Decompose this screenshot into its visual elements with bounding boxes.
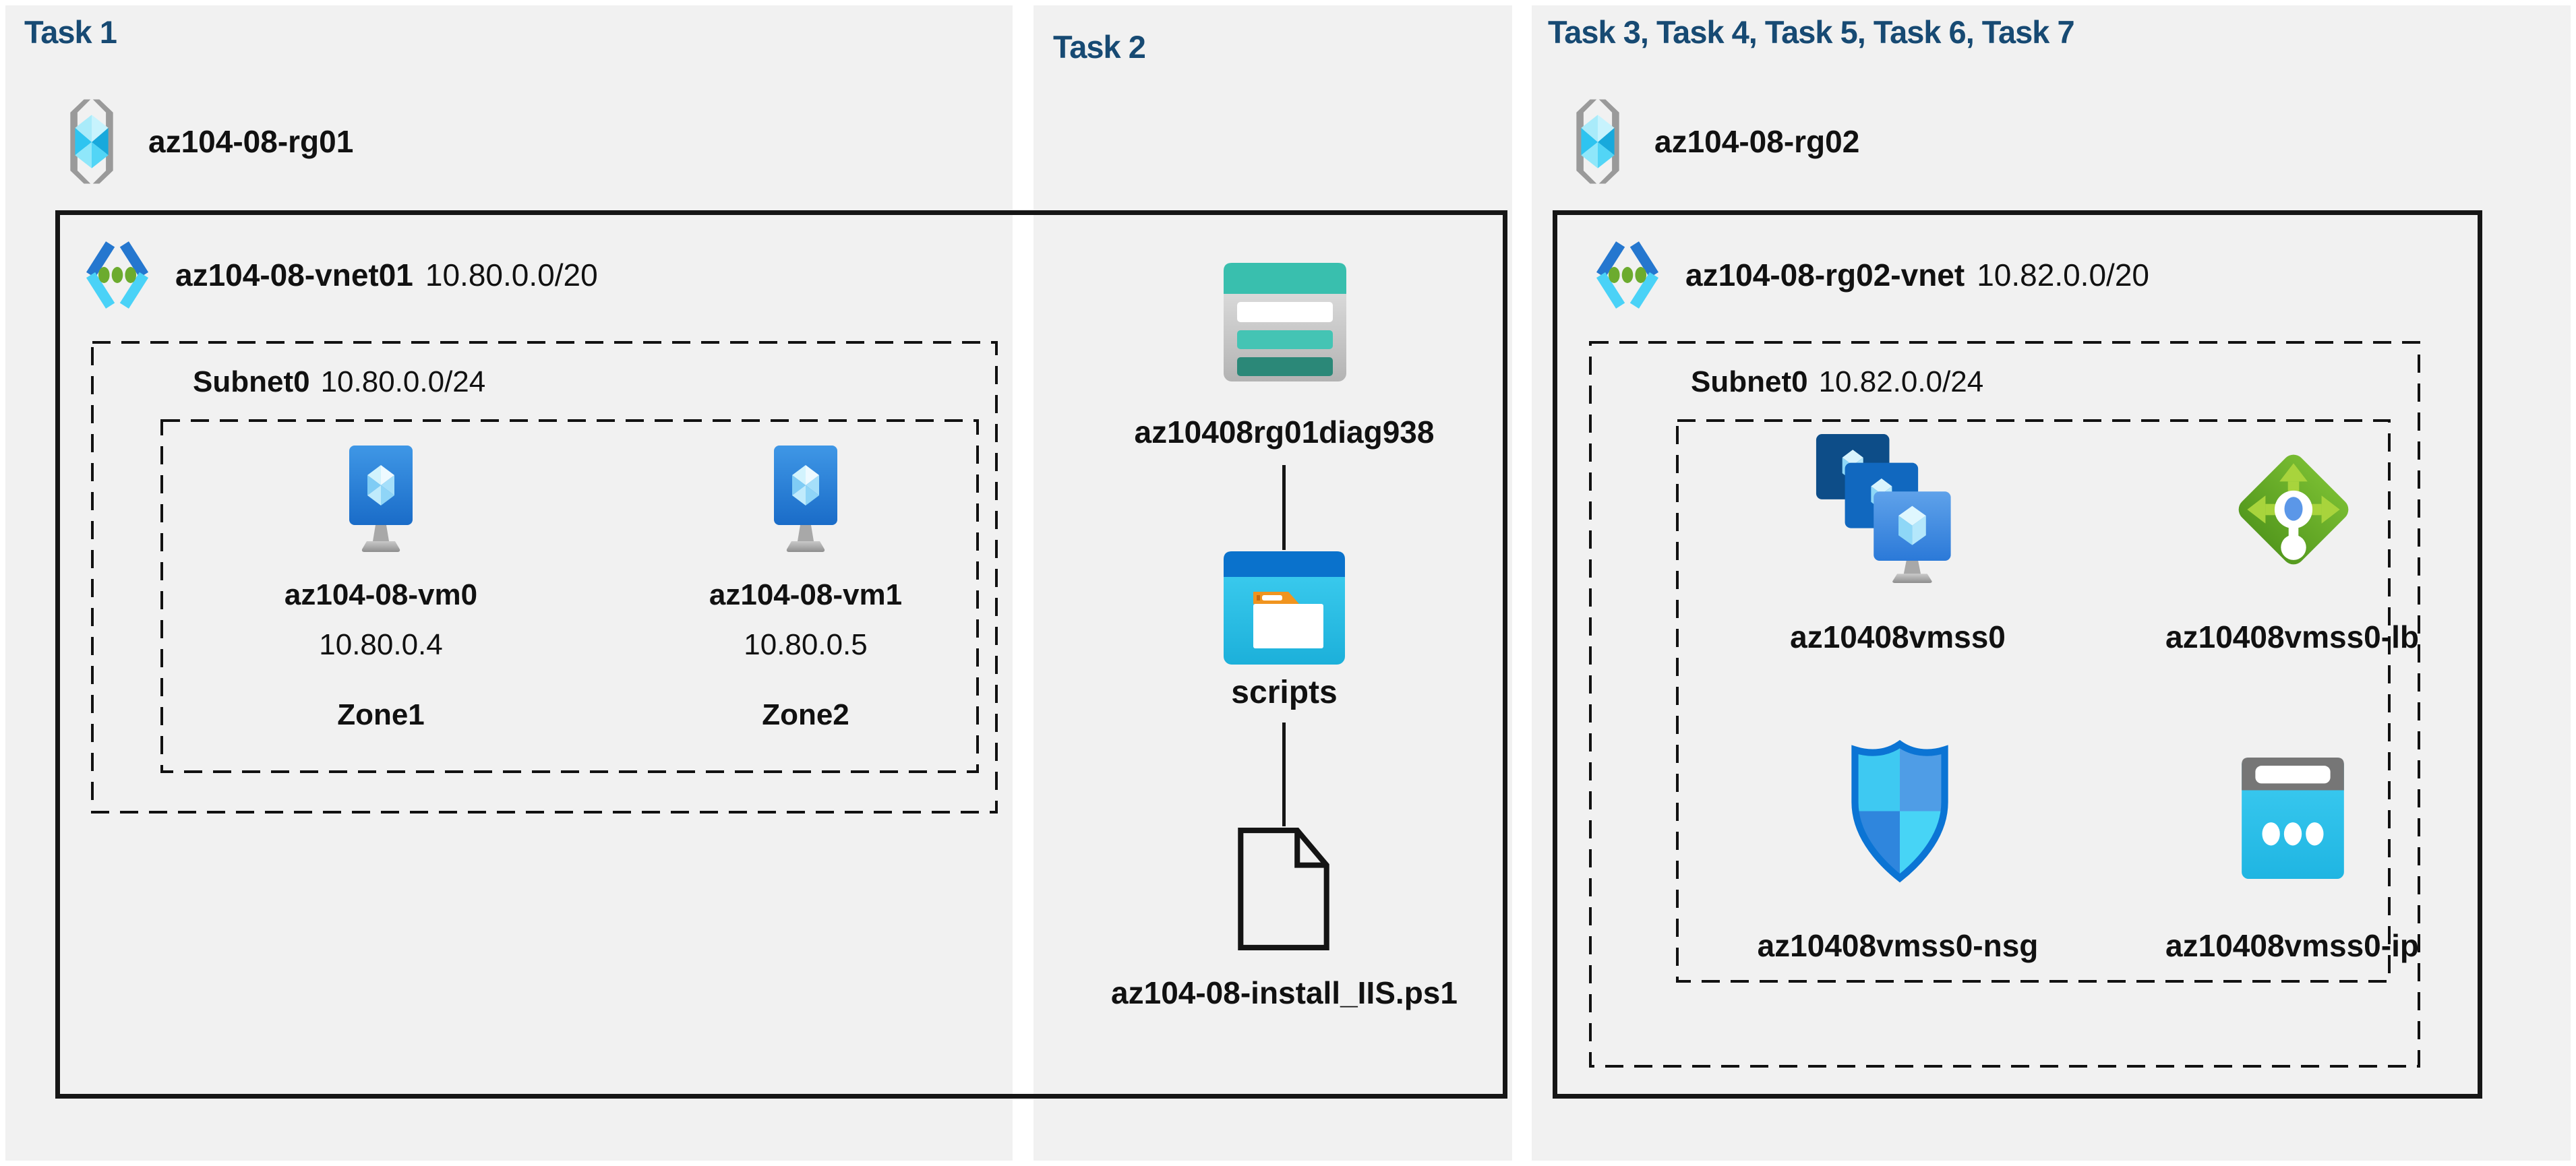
subnet2-dashed-box	[1589, 341, 2420, 1068]
subnet1-dashed-box	[91, 341, 998, 814]
connector-scripts-to-file	[1282, 723, 1286, 826]
load-balancer-icon	[2238, 454, 2349, 565]
vm1-name: az104-08-vm1	[709, 578, 903, 611]
resource-group-2-name: az104-08-rg02	[1654, 124, 1860, 159]
vnet-1-cidr: 10.80.0.0/20	[425, 257, 598, 293]
script-file-name: az104-08-install_IIS.ps1	[1111, 975, 1458, 1010]
vnet-1-name: az104-08-vnet01	[175, 257, 413, 293]
scripts-container-icon	[1224, 551, 1345, 665]
vm0-ip: 10.80.0.4	[319, 628, 443, 661]
vnet1-boundary-box	[55, 210, 1507, 1099]
nsg-name: az10408vmss0-nsg	[1757, 928, 2039, 963]
network-security-group-icon	[1851, 739, 1948, 883]
load-balancer-name: az10408vmss0-lb	[2165, 619, 2419, 654]
vm1-ip: 10.80.0.5	[744, 628, 868, 661]
virtual-network-icon	[86, 241, 149, 309]
vnet-2-name: az104-08-rg02-vnet	[1685, 257, 1965, 293]
subnet2-label: Subnet0 10.82.0.0/24	[1691, 365, 1983, 399]
vnet-1: az104-08-vnet01 10.80.0.0/20	[82, 236, 598, 314]
resource-group-icon	[70, 99, 113, 184]
vm1-zone: Zone2	[762, 698, 849, 731]
subnet1-name: Subnet0	[193, 365, 310, 398]
vnet-2-cidr: 10.82.0.0/20	[1977, 257, 2149, 293]
resource-group-icon	[1576, 99, 1619, 184]
task3-title: Task 3, Task 4, Task 5, Task 6, Task 7	[1548, 14, 2075, 50]
vnet2-boundary-box	[1553, 210, 2482, 1099]
storage-account-icon	[1224, 263, 1346, 381]
script-file-icon	[1238, 828, 1329, 950]
panel-task3-7	[1532, 5, 2571, 1161]
virtual-machine-icon	[774, 446, 837, 552]
task2-title: Task 2	[1053, 29, 1146, 65]
virtual-network-icon	[1596, 241, 1659, 309]
vmss-resources-dashed-box	[1676, 419, 2391, 983]
storage-account-name: az10408rg01diag938	[1134, 415, 1435, 450]
vmss-name: az10408vmss0	[1790, 619, 2006, 654]
vm0-zone: Zone1	[337, 698, 425, 731]
public-ip-icon	[2242, 758, 2344, 879]
vm-scale-set-icon	[1816, 434, 1951, 583]
panel-task1	[5, 5, 1013, 1161]
vm0-name: az104-08-vm0	[284, 578, 478, 611]
availability-zones-dashed-box	[160, 419, 979, 773]
resource-group-2: az104-08-rg02	[1564, 94, 1859, 189]
scripts-container-name: scripts	[1231, 675, 1338, 710]
resource-group-1-name: az104-08-rg01	[148, 124, 354, 159]
task1-title: Task 1	[24, 14, 117, 50]
connector-storage-to-scripts	[1282, 465, 1286, 550]
subnet2-name: Subnet0	[1691, 365, 1808, 398]
subnet2-cidr: 10.82.0.0/24	[1818, 365, 1984, 398]
subnet1-label: Subnet0 10.80.0.0/24	[193, 365, 485, 399]
vnet-2: az104-08-rg02-vnet 10.82.0.0/20	[1592, 236, 2149, 314]
subnet1-cidr: 10.80.0.0/24	[320, 365, 486, 398]
resource-group-1: az104-08-rg01	[58, 94, 353, 189]
public-ip-name: az10408vmss0-ip	[2165, 928, 2419, 963]
virtual-machine-icon	[349, 446, 413, 552]
